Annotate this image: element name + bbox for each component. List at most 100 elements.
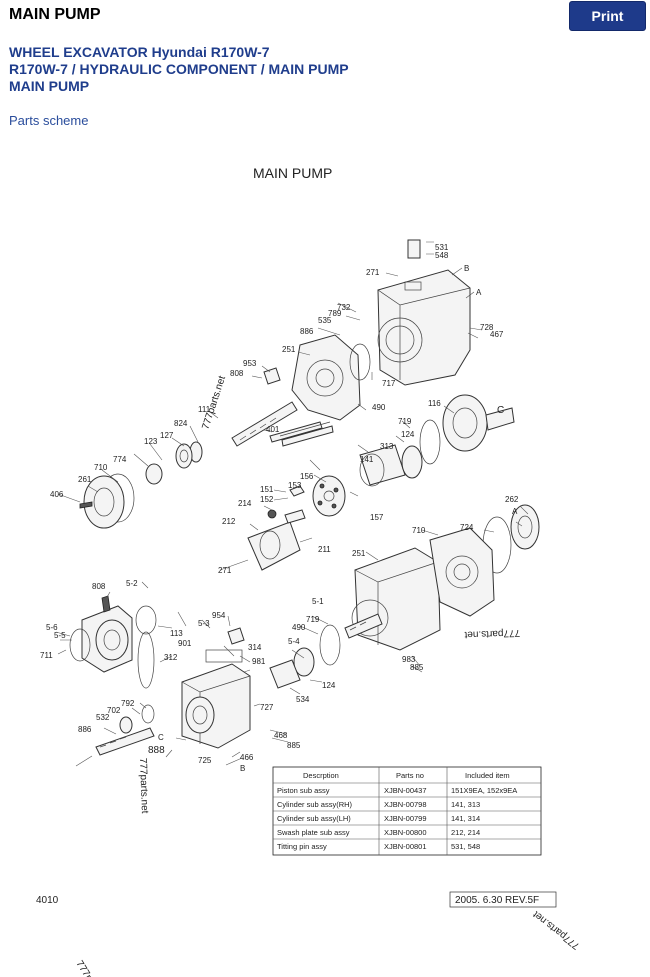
callout-label: 211	[318, 545, 331, 554]
callout-label: 123	[144, 437, 158, 446]
callout-label: 5-5	[54, 631, 66, 640]
callout-label: 312	[164, 653, 178, 662]
callout-label: 719	[398, 417, 412, 426]
callout-label: 490	[372, 403, 386, 412]
callout-label: 710	[412, 526, 426, 535]
page-title: MAIN PUMP	[9, 6, 101, 23]
callout-label: 490	[292, 623, 306, 632]
callout-label: 727	[260, 703, 274, 712]
table-cell: Swash plate sub assy	[277, 828, 350, 837]
callout-label: 808	[230, 369, 244, 378]
callout-label: 151	[260, 485, 274, 494]
breadcrumb: WHEEL EXCAVATOR Hyundai R170W-7 R170W-7 …	[9, 44, 349, 95]
callout-label: 981	[252, 657, 266, 666]
callout-label: 124	[401, 430, 415, 439]
table-cell: 141, 314	[451, 814, 480, 823]
callout-label: 141	[360, 455, 374, 464]
gear-pump	[69, 595, 157, 689]
callout-label: 116	[428, 399, 441, 408]
table-header-description: Descrption	[303, 771, 339, 780]
callout-label: 153	[288, 481, 302, 490]
upper-cylinder-block	[279, 421, 423, 517]
table-cell: Cylinder sub assy(RH)	[277, 800, 353, 809]
parts-table: Descrption Parts no Included item Piston…	[272, 766, 542, 856]
callout-label: 885	[410, 663, 424, 672]
callout-label: 5-1	[312, 597, 324, 606]
callout-label: 468	[274, 731, 288, 740]
callout-label: 725	[198, 756, 212, 765]
callout-label: 901	[178, 639, 192, 648]
callout-label: 5-3	[198, 619, 210, 628]
callout-label: 214	[238, 499, 252, 508]
table-cell: 531, 548	[451, 842, 480, 851]
callout-label: 535	[318, 316, 332, 325]
callout-label: 774	[113, 455, 127, 464]
upper-pump-casing	[377, 239, 471, 386]
table-cell: XJBN-00800	[384, 828, 427, 837]
page-number: 4010	[36, 895, 59, 906]
table-header-included: Included item	[465, 771, 510, 780]
callout-label: 789	[328, 309, 342, 318]
callout-label: 886	[78, 725, 92, 734]
table-row: Cylinder sub assy(RH) XJBN-00798 141, 31…	[277, 800, 480, 809]
parts-scheme-link[interactable]: Parts scheme	[9, 113, 89, 128]
callout-label: 251	[282, 345, 296, 354]
table-header-part-number: Parts no	[396, 771, 424, 780]
table-cell: 212, 214	[451, 828, 480, 837]
callout-label: 531	[435, 243, 449, 252]
upper-gear	[419, 394, 515, 465]
callout-label: 548	[435, 251, 449, 260]
table-cell: Titting pin assy	[277, 842, 327, 851]
callout-label: 710	[94, 463, 108, 472]
callout-label: 314	[248, 643, 262, 652]
breadcrumb-path[interactable]: R170W-7 / HYDRAULIC COMPONENT / MAIN PUM…	[9, 61, 349, 77]
upper-drive-shaft	[231, 401, 323, 447]
callout-label: 534	[296, 695, 310, 704]
watermark-text: 777parts.net	[531, 908, 582, 951]
table-cell: XJBN-00801	[384, 842, 427, 851]
callout-label: 467	[490, 330, 504, 339]
table-row: Piston sub assy XJBN-00437 151X9EA, 152x…	[277, 786, 517, 795]
table-row: Titting pin assy XJBN-00801 531, 548	[277, 842, 480, 851]
callout-label: 124	[322, 681, 336, 690]
table-cell: XJBN-00437	[384, 786, 427, 795]
callout-label: 152	[260, 495, 274, 504]
callout-label: 792	[121, 699, 135, 708]
callout-label: 732	[337, 303, 351, 312]
table-cell: Cylinder sub assy(LH)	[277, 814, 351, 823]
callout-label: 157	[370, 513, 384, 522]
callout-label: 113	[170, 629, 183, 638]
regulator-block	[95, 627, 251, 756]
callout-label: C	[497, 405, 504, 416]
callout-label: 212	[222, 517, 236, 526]
breadcrumb-model[interactable]: WHEEL EXCAVATOR Hyundai R170W-7	[9, 44, 270, 60]
callout-label: 724	[460, 523, 474, 532]
upper-end-cover	[291, 334, 371, 421]
callout-labels: 531 548 271 B A 732 789 535 886 728 467 …	[40, 243, 519, 773]
callout-label: 954	[212, 611, 226, 620]
parts-scheme-diagram: MAIN PUMP	[0, 140, 650, 977]
table-cell: 141, 313	[451, 800, 480, 809]
callout-label: 111	[198, 405, 211, 414]
diagram-title: MAIN PUMP	[253, 165, 332, 181]
breadcrumb-current[interactable]: MAIN PUMP	[9, 78, 90, 94]
table-cell: XJBN-00799	[384, 814, 427, 823]
swash-plate	[247, 509, 306, 571]
callout-label: 711	[40, 651, 53, 660]
callout-label: C	[158, 733, 164, 742]
callout-label: 824	[174, 419, 188, 428]
callout-label: 251	[352, 549, 366, 558]
callout-label: 313	[380, 442, 394, 451]
callout-label: 156	[300, 472, 314, 481]
table-cell: Piston sub assy	[277, 786, 330, 795]
callout-label: B	[240, 764, 245, 773]
callout-label: 466	[240, 753, 254, 762]
callout-label: 406	[50, 490, 64, 499]
revision-label: 2005. 6.30 REV.5F	[455, 895, 539, 906]
callout-label: 983	[402, 655, 416, 664]
callout-label: 888	[148, 745, 165, 756]
callout-label: 719	[306, 615, 320, 624]
callout-label: 261	[78, 475, 92, 484]
print-button[interactable]: Print	[569, 1, 646, 31]
watermark-text: 777parts.net	[73, 959, 112, 977]
